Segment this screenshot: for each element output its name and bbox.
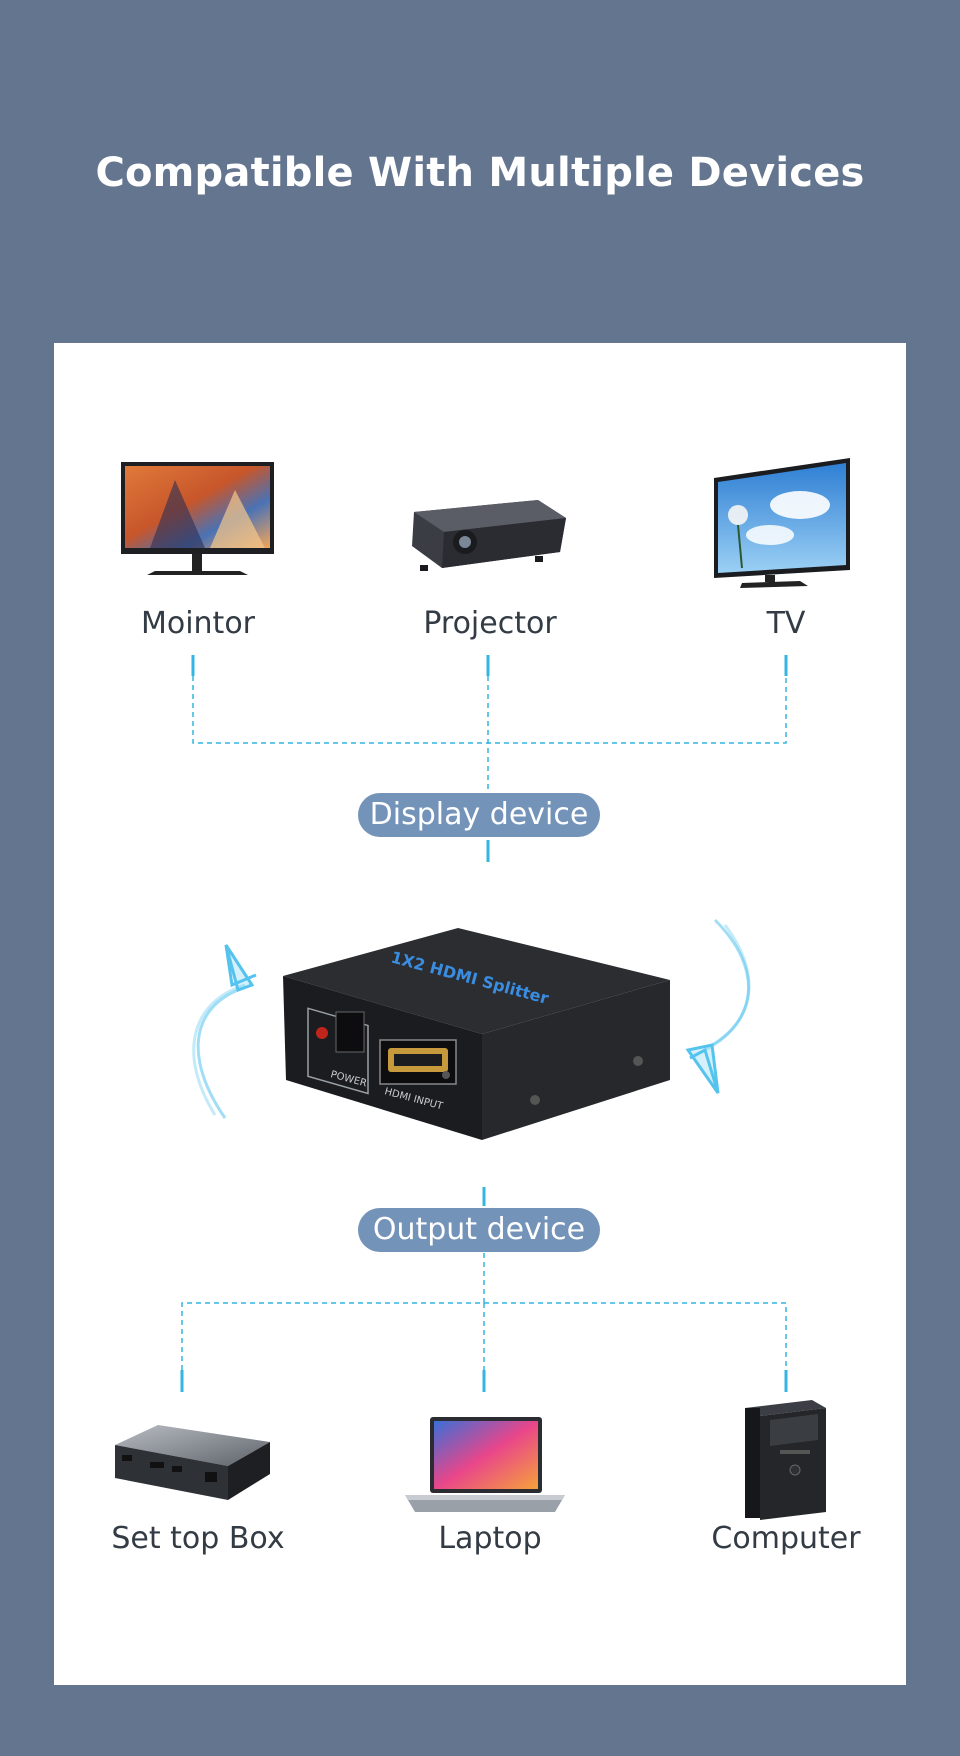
- display-connectors: [191, 655, 788, 862]
- monitor-icon: [121, 462, 274, 575]
- computer-tower-icon: [745, 1400, 826, 1520]
- device-label-set-top-box: Set top Box: [111, 1521, 285, 1556]
- device-label-projector: Projector: [423, 606, 557, 641]
- output-device-pill: Output device: [358, 1208, 600, 1252]
- device-label-tv: TV: [766, 606, 806, 641]
- tv-icon: [714, 458, 850, 588]
- page-title: Compatible With Multiple Devices: [95, 150, 865, 196]
- curved-arrow-icon: [685, 918, 751, 1094]
- output-connectors: [180, 1187, 788, 1392]
- projector-icon: [412, 500, 566, 571]
- set-top-box-icon: [115, 1425, 270, 1500]
- device-label-computer: Computer: [711, 1521, 861, 1556]
- hdmi-splitter-icon: 1X2 HDMI Splitter POWER HDMI INPUT: [283, 928, 670, 1140]
- device-label-laptop: Laptop: [438, 1521, 542, 1556]
- curved-arrow-icon: [192, 944, 257, 1119]
- laptop-icon: [405, 1417, 565, 1512]
- device-label-monitor: Mointor: [140, 606, 256, 641]
- display-device-pill: Display device: [358, 793, 600, 837]
